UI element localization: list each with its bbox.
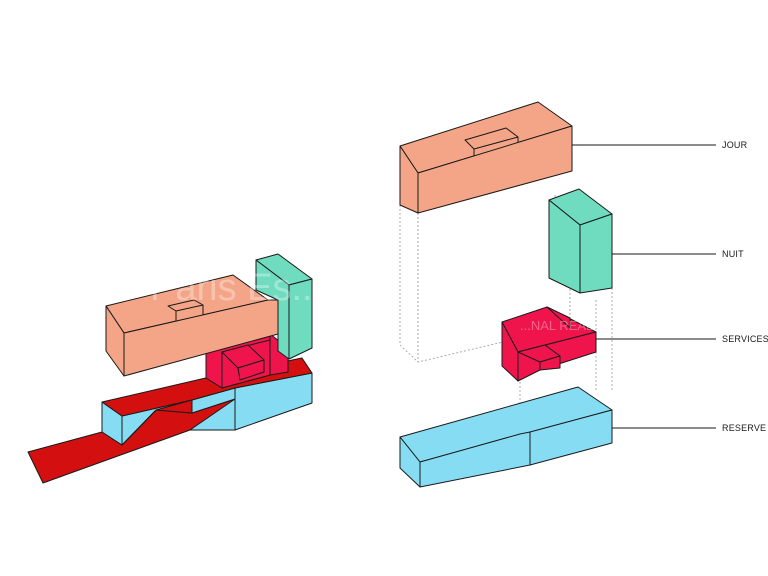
assembled-massing: Paris Es...y's	[27, 253, 368, 484]
watermark-text-2: ...NAL REAL...	[520, 318, 604, 333]
label-jour: JOUR	[722, 140, 748, 150]
label-services: SERVICES	[722, 334, 768, 344]
jour-block-assembled	[105, 274, 279, 377]
exploded-massing: ...NAL REAL...	[399, 101, 613, 488]
label-reserve: RESERVE	[722, 423, 766, 433]
nuit-block-exploded	[548, 188, 613, 294]
legend-labels: JOUR NUIT SERVICES RESERVE	[572, 140, 768, 433]
nuit-block-assembled	[255, 253, 313, 360]
services-block-exploded	[501, 306, 597, 382]
reserve-block-exploded	[399, 386, 613, 488]
services-block-assembled	[205, 333, 289, 389]
watermark-text: Paris Es...y's	[150, 267, 368, 309]
label-nuit: NUIT	[722, 249, 744, 259]
jour-block-exploded	[399, 101, 573, 214]
